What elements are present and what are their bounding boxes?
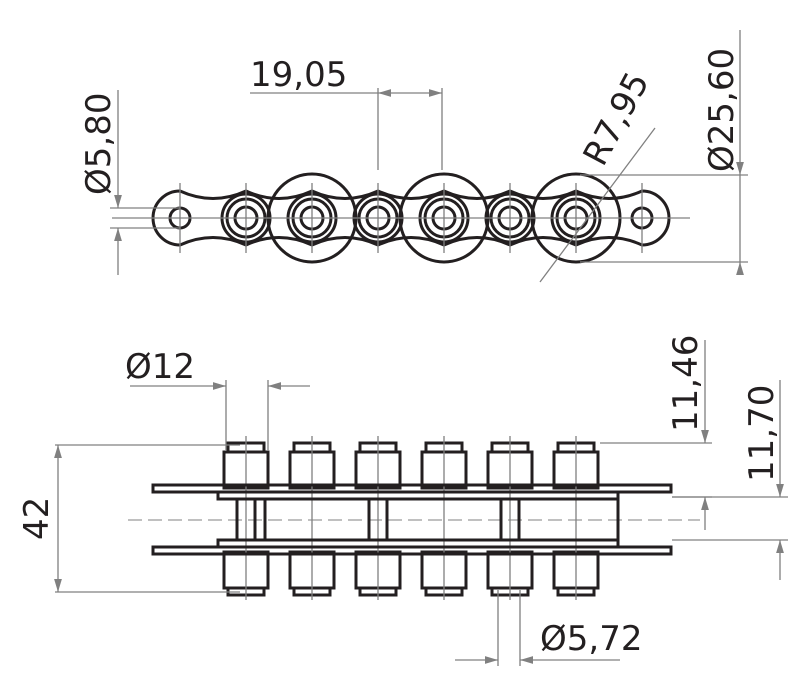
dim-label-outer-offset: 11,70 xyxy=(742,385,782,482)
bushing-body xyxy=(263,497,620,542)
dim-label-pin-diameter: Ø5,72 xyxy=(540,619,642,659)
dim-label-roller-radius: R7,95 xyxy=(576,66,658,172)
side-view xyxy=(112,172,690,264)
dim-roller-diameter: Ø25,60 xyxy=(580,30,748,275)
pin-shaft xyxy=(235,497,257,542)
outer-plate-bottom xyxy=(151,545,673,556)
dim-outer-offset: 11,70 xyxy=(672,380,788,580)
dim-pin-diameter: Ø5,72 xyxy=(455,590,642,666)
dim-pitch: 19,05 xyxy=(250,55,443,170)
dim-roller-radius: R7,95 xyxy=(539,66,658,283)
dim-label-roller-width: Ø12 xyxy=(125,347,195,387)
dim-roller-width: Ø12 xyxy=(125,347,310,450)
dim-label-pitch: 19,05 xyxy=(250,55,347,95)
dim-overall-width: 42 xyxy=(17,444,240,593)
dim-label-roller-diameter: Ø25,60 xyxy=(702,48,742,172)
dim-label-overall-width: 42 xyxy=(17,497,57,540)
dim-label-inner-offset: 11,46 xyxy=(666,335,706,432)
dim-inner-offset: 11,46 xyxy=(600,335,712,530)
dim-pin-hole: Ø5,80 xyxy=(79,90,180,275)
top-view xyxy=(128,436,700,600)
pin-shaft xyxy=(499,497,521,542)
dim-label-pin-hole: Ø5,80 xyxy=(79,93,119,195)
pin-shaft xyxy=(367,497,389,542)
